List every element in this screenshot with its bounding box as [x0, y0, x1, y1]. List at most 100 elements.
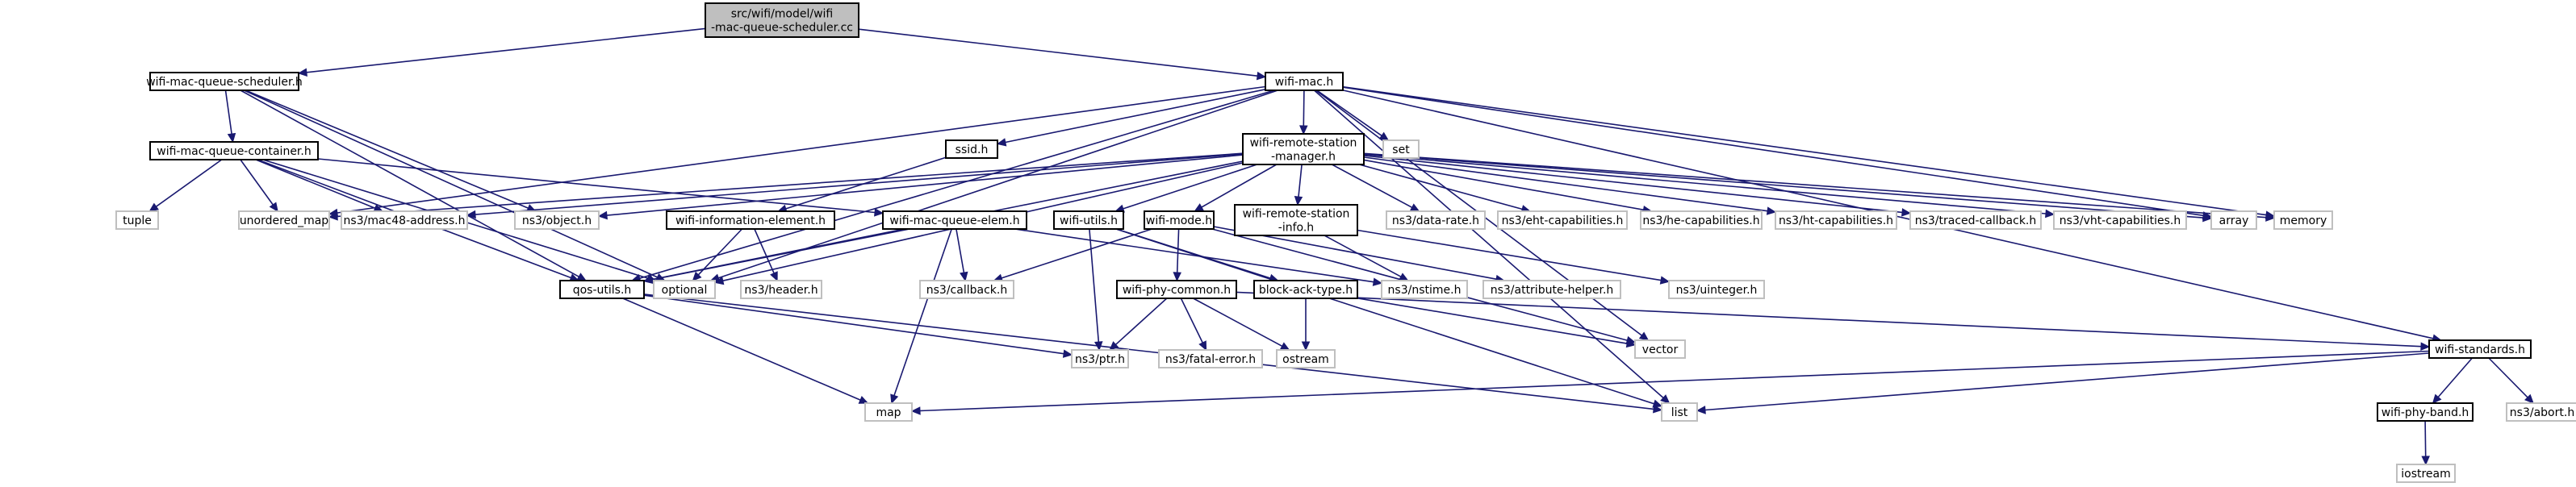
edge-standards-to-band [2432, 357, 2474, 404]
edge-arrowhead [692, 271, 702, 281]
edge-standards-to-list [1696, 352, 2430, 414]
node-label: src/wifi/model/wifi [731, 8, 834, 21]
edge-arrowhead [1279, 342, 1290, 351]
edge-container-to-tuple [148, 159, 223, 212]
edge-line [240, 159, 274, 206]
node-box [864, 402, 913, 422]
node-box [1234, 204, 1358, 236]
node-vht[interactable]: ns3/vht-capabilities.h [2053, 210, 2187, 230]
node-sched[interactable]: wifi-mac-queue-scheduler.h [146, 72, 303, 91]
node-traced[interactable]: ns3/traced-callback.h [1909, 210, 2042, 230]
node-standards[interactable]: wifi-standards.h [2428, 339, 2532, 359]
node-qos[interactable]: qos-utils.h [559, 280, 645, 299]
node-optional[interactable]: optional [653, 280, 716, 299]
edge-blockack-to-ostream [1301, 298, 1311, 352]
node-utils[interactable]: wifi-utils.h [1053, 210, 1124, 230]
edge-elem-to-nstime [1014, 228, 1383, 286]
node-box [1386, 210, 1486, 230]
node-label: map [876, 406, 901, 419]
node-root[interactable]: src/wifi/model/wifi-mac-queue-scheduler.… [705, 2, 859, 38]
node-ht[interactable]: ns3/ht-capabilities.h [1775, 210, 1897, 230]
edge-line [1236, 291, 2422, 348]
node-mac[interactable]: wifi-mac.h [1265, 72, 1344, 91]
node-label: set [1392, 144, 1410, 156]
edge-arrowhead [1173, 272, 1181, 282]
edge-phycommon-to-ostream [1193, 298, 1290, 351]
node-label: -mac-queue-scheduler.cc [711, 22, 853, 35]
node-iostream[interactable]: iostream [2396, 464, 2456, 483]
edge-arrowhead [858, 395, 869, 404]
node-tuple[interactable]: tuple [115, 210, 159, 230]
node-ptr[interactable]: ns3/ptr.h [1071, 349, 1129, 368]
node-box [1382, 139, 1420, 159]
node-label: qos-utils.h [573, 284, 632, 297]
node-callback[interactable]: ns3/callback.h [919, 280, 1014, 299]
node-umap[interactable]: unordered_map [238, 210, 330, 230]
node-list[interactable]: list [1661, 402, 1698, 422]
node-label: ns3/he-capabilities.h [1642, 214, 1759, 227]
edge-phycommon-to-ptr [1109, 298, 1168, 351]
node-phycommon[interactable]: wifi-phy-common.h [1116, 280, 1237, 299]
node-wie[interactable]: wifi-information-element.h [666, 210, 835, 230]
edge-elem-to-callback [956, 228, 968, 282]
edge-line [337, 85, 1266, 214]
node-container[interactable]: wifi-mac-queue-container.h [149, 141, 319, 160]
node-box [2396, 464, 2456, 483]
node-box [1276, 349, 1336, 368]
node-mode[interactable]: wifi-mode.h [1144, 210, 1215, 230]
edge-arrowhead [466, 210, 476, 219]
node-abort[interactable]: ns3/abort.h [2506, 402, 2576, 422]
node-he[interactable]: ns3/he-capabilities.h [1640, 210, 1763, 230]
node-blockack[interactable]: block-ack-type.h [1253, 280, 1358, 299]
node-uinteger[interactable]: ns3/uinteger.h [1668, 280, 1765, 299]
node-box [1640, 210, 1763, 230]
edge-line [1357, 229, 1662, 281]
node-nstime[interactable]: ns3/nstime.h [1381, 280, 1468, 299]
node-box [653, 280, 716, 299]
node-box [1242, 133, 1365, 165]
node-label: ns3/fatal-error.h [1165, 353, 1256, 366]
node-label: tuple [123, 214, 152, 227]
node-eht[interactable]: ns3/eht-capabilities.h [1497, 210, 1628, 230]
node-datarate[interactable]: ns3/data-rate.h [1386, 210, 1486, 230]
edge-qos-to-map [622, 298, 869, 404]
node-band[interactable]: wifi-phy-band.h [2377, 402, 2474, 422]
node-box [559, 280, 645, 299]
node-elem[interactable]: wifi-mac-queue-elem.h [882, 210, 1027, 230]
node-map[interactable]: map [864, 402, 913, 422]
node-attr[interactable]: ns3/attribute-helper.h [1482, 280, 1621, 299]
edge-arrowhead [1409, 203, 1420, 212]
edge-mac-to-list [1313, 89, 1671, 404]
edge-line [919, 350, 2430, 412]
node-label: wifi-mac-queue-container.h [157, 145, 311, 158]
node-ostream[interactable]: ostream [1276, 349, 1336, 368]
node-box [919, 280, 1014, 299]
node-box [1661, 402, 1698, 422]
node-label: ns3/eht-capabilities.h [1502, 214, 1624, 227]
edge-root-to-sched [297, 27, 706, 77]
edge-line [754, 228, 775, 274]
node-fatal[interactable]: ns3/fatal-error.h [1158, 349, 1263, 368]
node-ssid[interactable]: ssid.h [945, 139, 998, 159]
node-rsinfo[interactable]: wifi-remote-station-info.h [1234, 204, 1358, 236]
node-label: optional [662, 284, 708, 297]
node-label: wifi-information-element.h [675, 214, 826, 227]
node-memory[interactable]: memory [2273, 210, 2333, 230]
edge-mode-to-callback [993, 228, 1152, 282]
edge-line [697, 228, 743, 276]
node-box [2506, 402, 2576, 422]
edge-qos-to-ptr [643, 294, 1073, 358]
node-object[interactable]: ns3/object.h [514, 210, 600, 230]
node-mac48[interactable]: ns3/mac48-address.h [341, 210, 468, 230]
node-vector[interactable]: vector [1634, 339, 1686, 359]
node-label: ns3/callback.h [926, 284, 1007, 297]
edge-line [956, 228, 965, 273]
edge-line [156, 159, 223, 207]
node-box [2053, 210, 2187, 230]
node-array[interactable]: array [2210, 210, 2257, 230]
node-box [1071, 349, 1129, 368]
edge-arrowhead [996, 138, 1007, 147]
node-rsm[interactable]: wifi-remote-station-manager.h [1242, 133, 1365, 165]
node-set[interactable]: set [1382, 139, 1420, 159]
node-header[interactable]: ns3/header.h [740, 280, 822, 299]
